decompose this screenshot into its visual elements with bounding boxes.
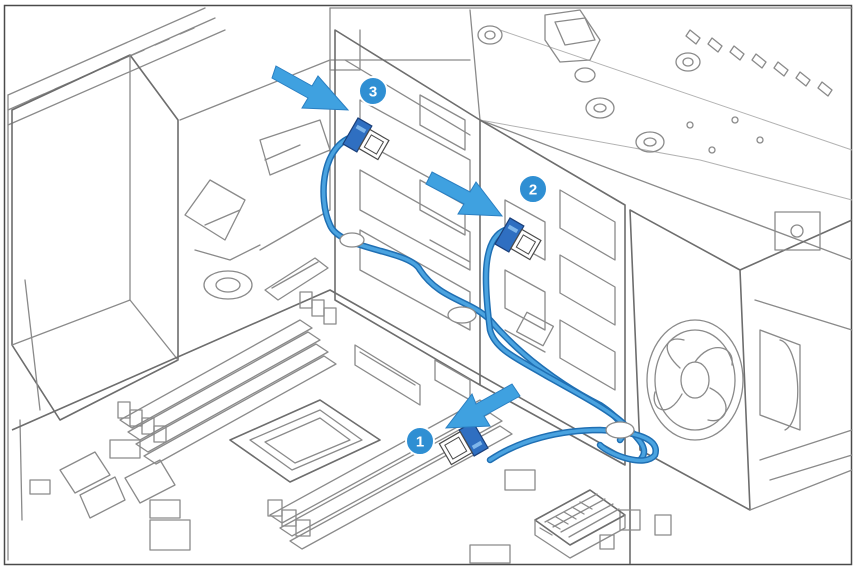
- sata-connector-icon: [494, 217, 542, 261]
- rear-io-ports: [29, 451, 191, 551]
- chassis-tabs: [685, 29, 833, 97]
- card-slot: [354, 344, 421, 406]
- direction-arrow-icon: [444, 383, 521, 429]
- step-badge-label: 2: [529, 182, 537, 199]
- step-badge-icon: 3: [358, 76, 388, 106]
- direction-arrow-icon: [271, 65, 350, 111]
- dimm-slots: [117, 291, 337, 465]
- power-connector: [264, 257, 329, 301]
- fan-module: [629, 209, 853, 511]
- cable-clip: [447, 306, 477, 324]
- image-frame: [3, 4, 853, 566]
- sata-connector-icon: [342, 117, 390, 161]
- step-badge-icon: 2: [518, 174, 548, 204]
- fan-icon: [646, 319, 744, 441]
- cable-clip: [339, 232, 365, 248]
- step-badge-icon: 1: [405, 426, 435, 456]
- cpu-socket-icon: [229, 399, 381, 483]
- heatsink-icon: [534, 489, 626, 559]
- step-badge-label: 3: [369, 84, 377, 101]
- drive-slots-lower: [504, 189, 616, 391]
- sata-connector-icon: [438, 421, 489, 466]
- step-badge-label: 1: [416, 434, 424, 451]
- direction-arrow-icon: [425, 171, 504, 217]
- cable-clip: [605, 421, 635, 439]
- power-supply: [11, 54, 179, 521]
- chassis-left-wall: [7, 7, 226, 561]
- sata-cables: [320, 131, 659, 464]
- chassis-inner-bay: [179, 59, 331, 300]
- chassis-top-panel: [329, 7, 853, 261]
- vent-holes: [477, 25, 701, 153]
